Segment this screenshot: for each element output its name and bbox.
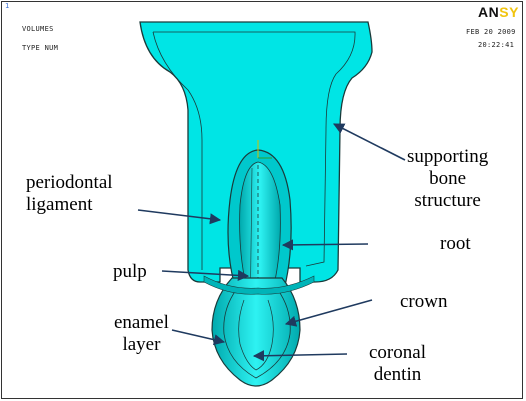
label-enamel-layer: enamel layer [114, 312, 169, 356]
root-inner-shape [240, 162, 281, 285]
label-supporting-bone-structure: supporting bone structure [407, 146, 488, 212]
label-periodontal-ligament: periodontal ligament [26, 172, 113, 216]
label-root: root [440, 233, 471, 255]
arrow-crown [286, 300, 372, 324]
label-pulp: pulp [113, 261, 147, 283]
arrow-root [283, 244, 368, 245]
label-crown: crown [400, 291, 447, 313]
label-coronal-dentin: coronal dentin [369, 342, 426, 386]
arrow-supporting [334, 124, 405, 160]
